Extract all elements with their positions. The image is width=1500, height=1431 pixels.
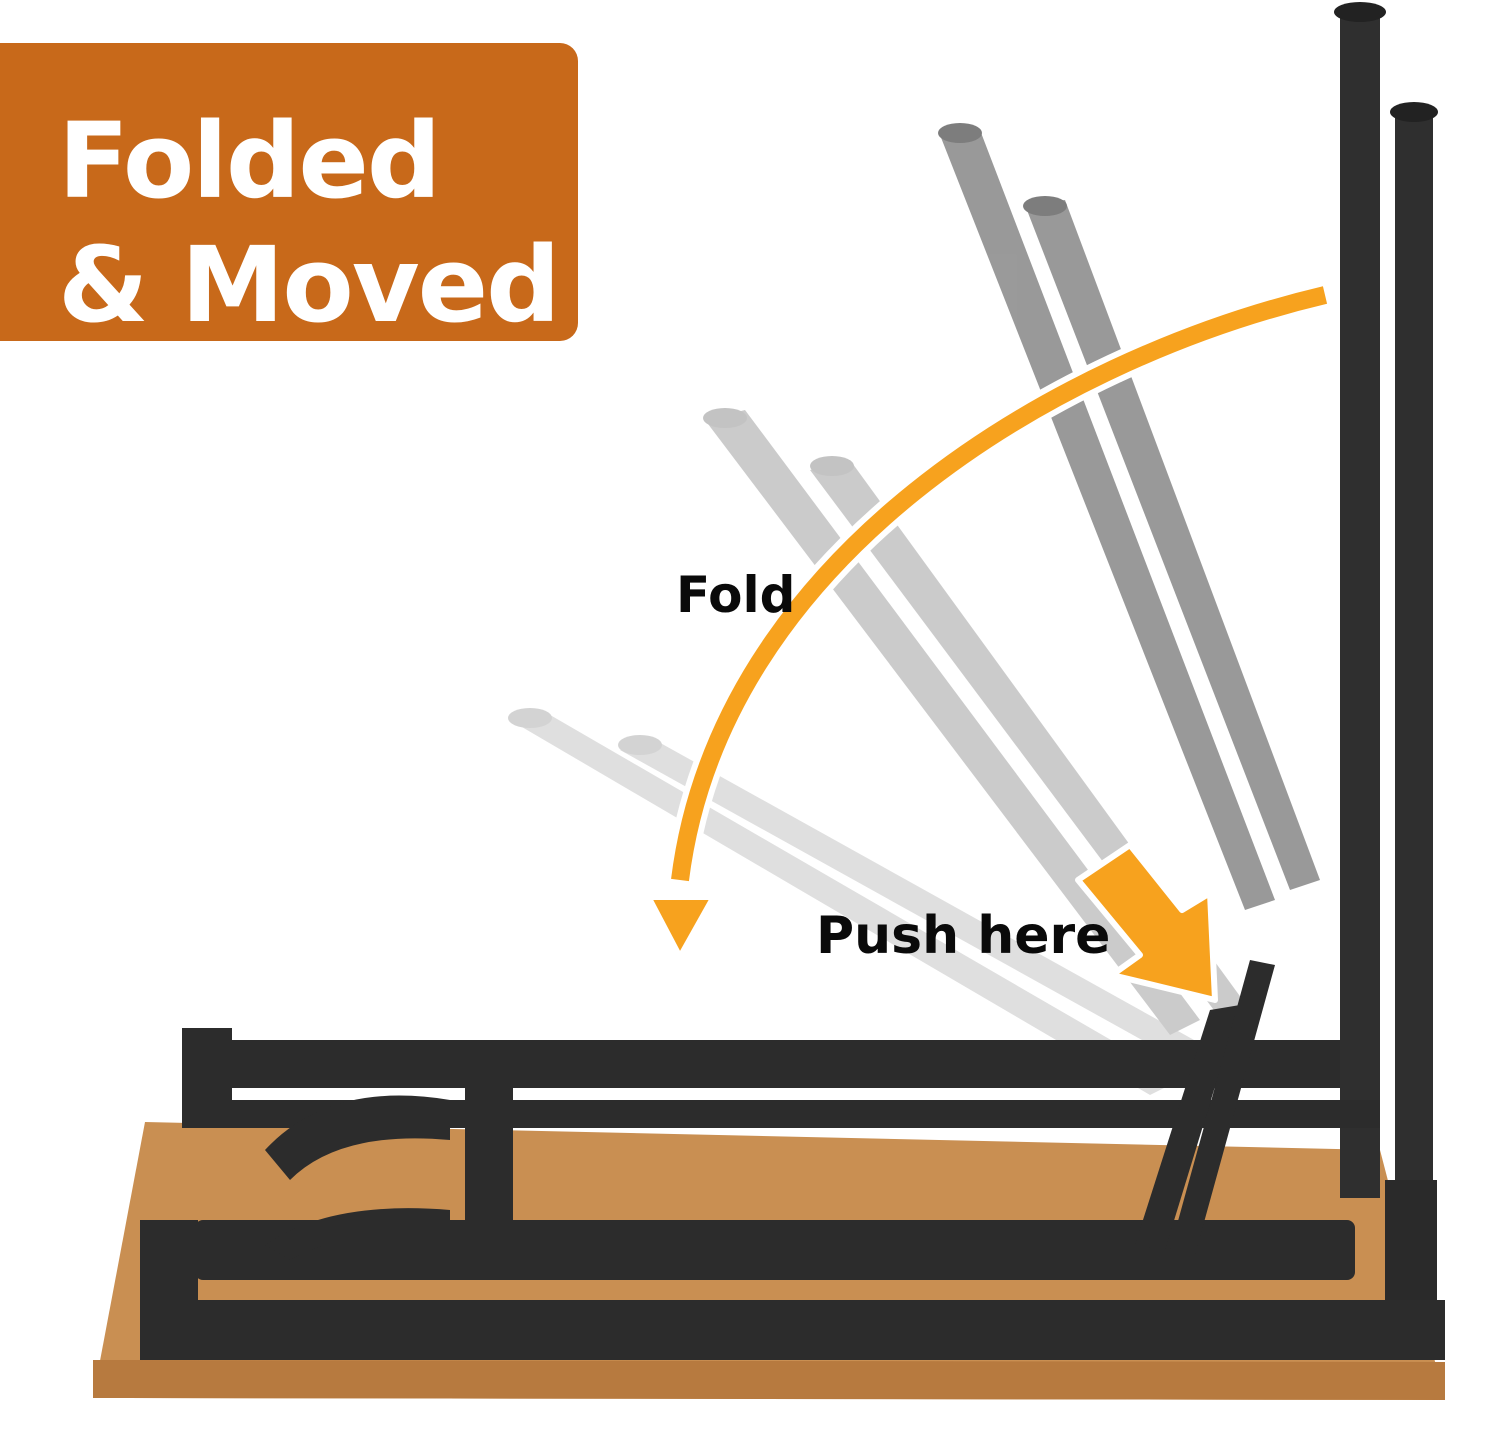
push-arrow-icon: [1075, 842, 1218, 1003]
upright-legs: [1334, 2, 1438, 1340]
fold-label: Fold: [676, 566, 796, 624]
folded-frame: [140, 960, 1445, 1360]
fold-arrow-icon: [646, 280, 1329, 960]
push-here-label: Push here: [816, 906, 1111, 966]
folded-moved-badge: Folded & Moved: [0, 43, 578, 341]
badge-title-line1: Folded: [58, 100, 441, 222]
badge-title-line2: & Moved: [58, 224, 561, 346]
